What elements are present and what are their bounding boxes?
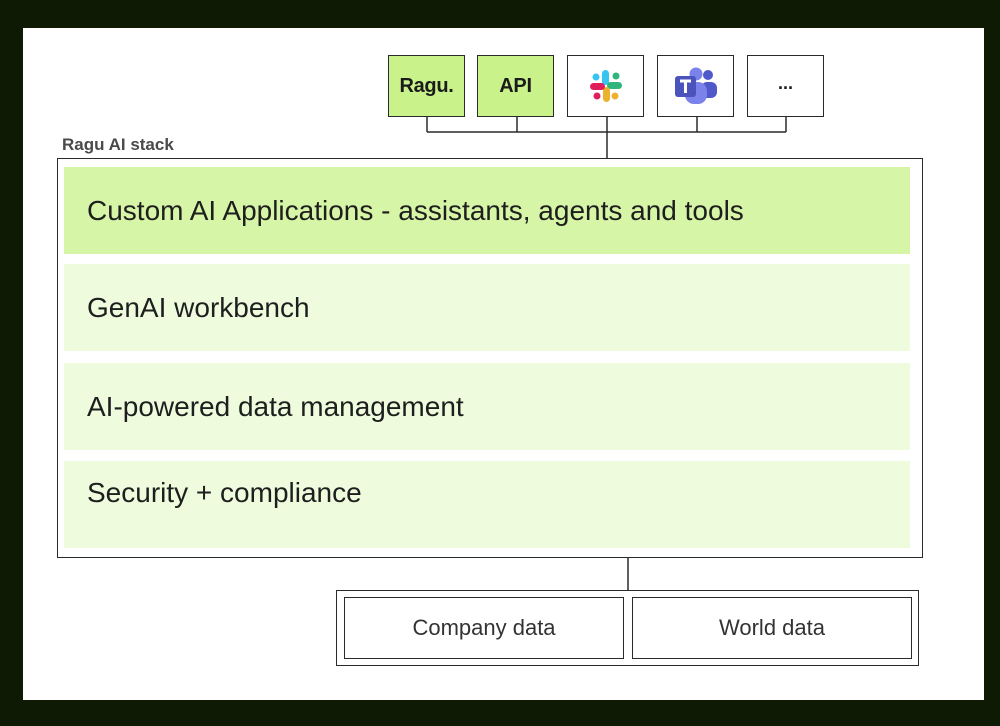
stack-title: Ragu AI stack (62, 135, 174, 154)
channel-more-label: ... (777, 72, 793, 93)
teams-icon (674, 67, 717, 104)
channel-api-label: API (499, 74, 532, 97)
channel-api[interactable]: API (477, 55, 554, 117)
layer-custom-ai-applications: Custom AI Applications - assistants, age… (64, 167, 910, 254)
slack-icon (589, 70, 622, 102)
layer-genai-workbench: GenAI workbench (64, 264, 910, 351)
data-source-world: World data (632, 597, 912, 659)
channel-teams[interactable] (657, 55, 734, 117)
channel-ragu[interactable]: Ragu. (388, 55, 465, 117)
layer-security-compliance: Security + compliance (64, 461, 910, 548)
channel-more[interactable]: ... (747, 55, 824, 117)
channel-ragu-label: Ragu. (399, 74, 454, 97)
channel-slack[interactable] (567, 55, 644, 117)
data-source-company: Company data (344, 597, 624, 659)
layer-data-management: AI-powered data management (64, 363, 910, 450)
